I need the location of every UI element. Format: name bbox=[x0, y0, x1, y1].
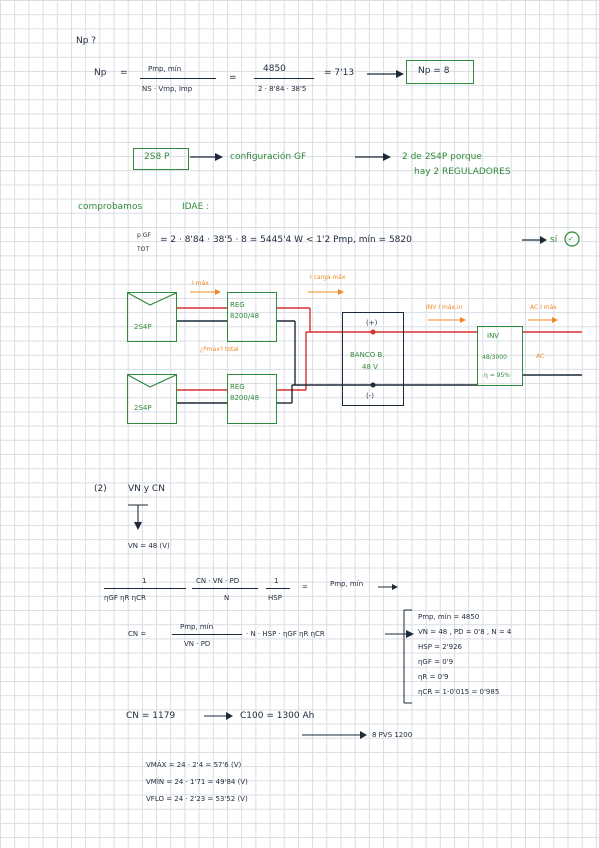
formula-one: 1 bbox=[142, 577, 147, 585]
ac-label: AC bbox=[536, 353, 545, 360]
idae-equation: = 2 · 8'84 · 38'5 · 8 = 5445'4 W < 1'2 P… bbox=[160, 235, 412, 245]
panel-top-label: 2S4P bbox=[134, 323, 152, 331]
vflo-line: VFLO = 24 · 2'23 = 53'52 (V) bbox=[146, 795, 248, 803]
inverter bbox=[477, 326, 523, 386]
fraction-line bbox=[104, 588, 186, 589]
pvs-result: 8 PVS 1200 bbox=[372, 731, 413, 739]
regulator-top-label: REG 8200/48 bbox=[230, 301, 260, 320]
fraction-line bbox=[172, 634, 242, 635]
equals-sign: = bbox=[229, 73, 237, 83]
config-box bbox=[133, 148, 189, 170]
np-result-box bbox=[406, 60, 474, 84]
battery-minus: (-) bbox=[366, 392, 374, 400]
np-raw-result: = 7'13 bbox=[324, 68, 355, 78]
formula-eta-denominator: ηGF ηR ηCR bbox=[104, 594, 146, 602]
value-line: ηGF = 0'9 bbox=[418, 658, 454, 666]
config-text: configuración GF bbox=[230, 152, 307, 162]
np-numerator: Pmp, mín bbox=[148, 65, 182, 73]
ptot-superscript: p GF bbox=[137, 232, 151, 239]
config-result-line-1: 2 de 2S4P porque bbox=[402, 152, 482, 162]
fraction-line bbox=[266, 588, 290, 589]
battery-bank bbox=[342, 312, 404, 406]
formula-n-denominator: N bbox=[224, 594, 230, 602]
fraction-line bbox=[192, 588, 258, 589]
np-denominator-value: 2 · 8'84 · 38'5 bbox=[258, 85, 307, 93]
battery-voltage: 48 V bbox=[362, 363, 378, 371]
fraction-line bbox=[140, 78, 216, 79]
np-label: Np bbox=[94, 68, 107, 78]
i-carga-label: I carga máx bbox=[310, 274, 346, 281]
np-heading: Np ? bbox=[76, 36, 97, 46]
panel-bottom-label: 2S4P bbox=[134, 404, 152, 412]
idae-label: IDAE : bbox=[182, 202, 210, 212]
value-line: HSP = 2'926 bbox=[418, 643, 462, 651]
formula-one-2: 1 bbox=[274, 577, 279, 585]
regulator-bottom-label: REG 8200/48 bbox=[230, 383, 260, 402]
value-line: VN = 48 , PD = 0'8 , N = 4 bbox=[418, 628, 512, 636]
formula-cn-numerator: CN · VN · PD bbox=[196, 577, 240, 585]
config-label: 2S8 P bbox=[144, 152, 170, 162]
formula-equals: = bbox=[302, 583, 308, 591]
value-line: Pmp, mín = 4850 bbox=[418, 613, 480, 621]
cn-numerator: Pmp, mín bbox=[180, 623, 214, 631]
vmax-line: VMÁX = 24 · 2'4 = 57'6 (V) bbox=[146, 761, 242, 769]
pmax-note: ¿Pmax? total bbox=[200, 346, 239, 353]
np-denominator: NS · Vmp, Imp bbox=[142, 85, 193, 93]
cn-denominator: VN · PD bbox=[184, 640, 211, 648]
np-numerator-value: 4850 bbox=[263, 64, 286, 74]
c100-result: C100 = 1300 Ah bbox=[240, 711, 315, 721]
inverter-name: INV bbox=[487, 332, 500, 340]
cn-result: CN = 1179 bbox=[126, 711, 176, 721]
section-2-title: VN y CN bbox=[128, 484, 165, 494]
inverter-efficiency: η = 95% bbox=[484, 372, 510, 379]
i-ac-label: AC I máx bbox=[530, 304, 557, 311]
value-line: ηCR = 1-0'015 = 0'985 bbox=[418, 688, 500, 696]
battery-name: BANCO B. bbox=[350, 351, 385, 359]
config-result-line-2: hay 2 REGULADORES bbox=[414, 167, 511, 177]
np-result: Np = 8 bbox=[418, 66, 450, 76]
cn-label: CN = bbox=[128, 630, 147, 638]
regulator-top bbox=[227, 292, 277, 342]
ptot-subscript: TOT bbox=[137, 246, 150, 253]
check-icon: ✓ bbox=[568, 235, 574, 243]
i-inv-label: INV I máx,in bbox=[426, 304, 463, 311]
formula-hsp: HSP bbox=[268, 594, 282, 602]
panel-bottom bbox=[127, 374, 177, 424]
fraction-line bbox=[254, 78, 314, 79]
value-line: ηR = 0'9 bbox=[418, 673, 449, 681]
idae-yes: sí bbox=[550, 235, 558, 245]
regulator-bottom bbox=[227, 374, 277, 424]
inverter-spec: 48/3000 bbox=[482, 354, 507, 361]
formula-pmp: Pmp, mín bbox=[330, 580, 364, 588]
comprobamos-text: comprobamos bbox=[78, 202, 143, 212]
section-2-label: (2) bbox=[94, 484, 107, 494]
vmin-line: VMÍN = 24 · 1'71 = 49'84 (V) bbox=[146, 778, 248, 786]
panel-top bbox=[127, 292, 177, 342]
battery-plus: (+) bbox=[366, 319, 378, 327]
equals-sign: = bbox=[120, 68, 128, 78]
i-max-label: I máx bbox=[192, 280, 209, 287]
vn-value: VN = 48 (V) bbox=[128, 542, 170, 550]
cn-rest: · N · HSP · ηGF ηR ηCR bbox=[246, 630, 325, 638]
